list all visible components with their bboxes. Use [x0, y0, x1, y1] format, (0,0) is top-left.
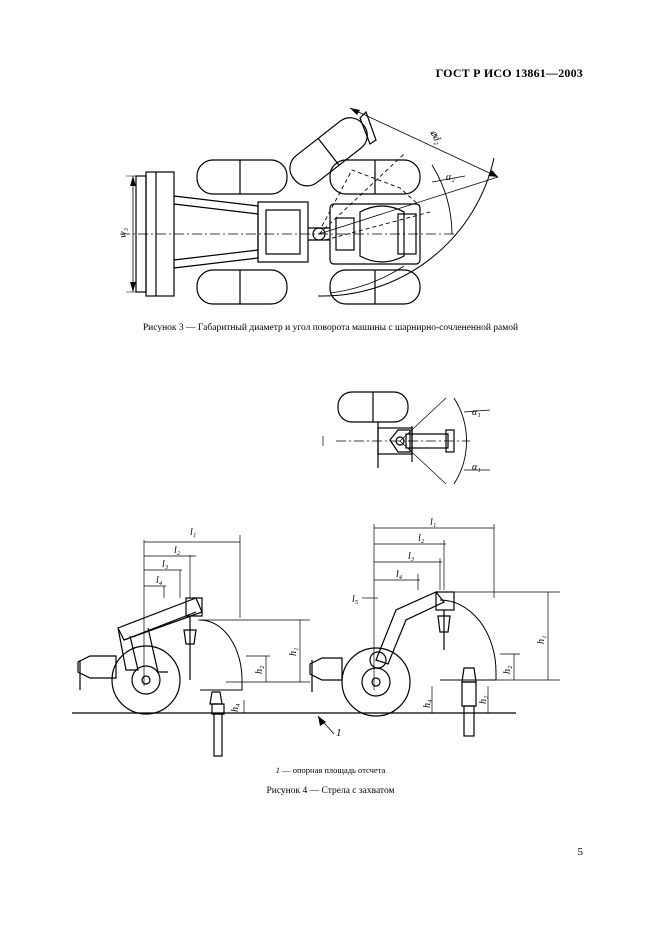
- left-label-h2: h₂: [254, 665, 265, 674]
- figure3-caption: Рисунок 3 — Габаритный диаметр и угол по…: [142, 323, 519, 333]
- reference-mark-1: 1: [336, 727, 342, 739]
- figure4-right-machine: l₁ l₂ l₃ l₄ l₅ h₁ h₂ h₄ h₂: [309, 517, 560, 737]
- label-angle-a1-bottom: α₁: [472, 462, 481, 473]
- right-label-h2: h₂: [502, 665, 513, 674]
- page-number: 5: [577, 846, 584, 858]
- right-label-l4: l₄: [396, 569, 403, 580]
- right-label-h1: h₁: [536, 636, 547, 644]
- left-label-l4: l₄: [156, 575, 163, 586]
- label-angle-a2: α₂: [446, 172, 455, 183]
- left-label-h1: h₁: [288, 648, 299, 656]
- front-frame: [257, 201, 309, 263]
- turning-circle-arc: [317, 157, 495, 297]
- left-label-l3: l₃: [162, 559, 169, 570]
- document-number: ГОСТ Р ИСО 13861—2003: [435, 66, 583, 80]
- right-label-l1: l₁: [430, 517, 436, 528]
- left-label-h4: h₄: [230, 703, 241, 712]
- front-tyre-top: [196, 159, 288, 195]
- right-label-h4-left: h₄: [422, 699, 433, 708]
- rear-frame: [329, 203, 421, 265]
- front-tyre-bottom: [196, 269, 288, 305]
- legend-number: 1: [275, 765, 280, 775]
- figure4-legend: 1 — опорная площадь отсчета: [0, 765, 661, 775]
- right-label-l5: l₅: [352, 594, 359, 605]
- figure4-left-machine: l₁ l₂ l₃ l₄ h₁ h₂ h₄: [77, 527, 310, 757]
- label-angle-a1-top: α₁: [472, 407, 481, 418]
- right-label-l3: l₃: [408, 551, 415, 562]
- legend-text: — опорная площадь отсчета: [279, 765, 386, 775]
- label-diameter: ⌀d₂: [427, 128, 444, 146]
- right-label-h2-lower: h₂: [478, 695, 489, 704]
- left-label-l2: l₂: [174, 545, 181, 556]
- angle-arc: [431, 164, 453, 235]
- right-label-l2: l₂: [418, 533, 425, 544]
- grapple-rotation-drawing: α₁ α₁: [322, 391, 491, 485]
- label-width-w3: w₃: [118, 227, 129, 238]
- left-label-l1: l₁: [190, 527, 196, 538]
- figure4-caption: Рисунок 4 — Стрела с захватом: [266, 786, 395, 796]
- figure3-drawing: ⌀d₂ α₂ w₃: [118, 107, 499, 305]
